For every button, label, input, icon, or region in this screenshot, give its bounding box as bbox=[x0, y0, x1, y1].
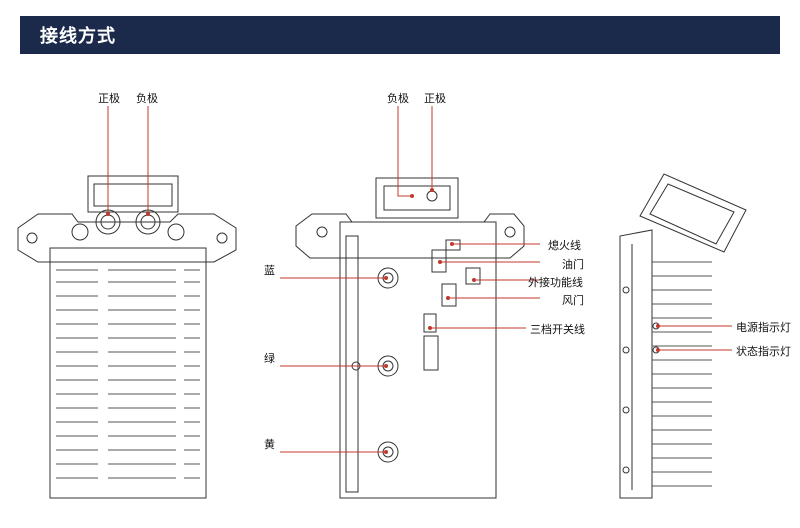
middle-label-choke: 风门 bbox=[562, 294, 584, 307]
left-label-positive: 正极 bbox=[98, 92, 120, 105]
left-heatsink-fins bbox=[56, 269, 200, 479]
middle-label-negative: 负极 bbox=[387, 92, 409, 105]
left-controller-view bbox=[17, 175, 237, 499]
middle-label-kill-wire: 熄火线 bbox=[548, 239, 581, 252]
middle-label-external-function: 外接功能线 bbox=[528, 276, 583, 289]
middle-label-green: 绿 bbox=[264, 352, 275, 365]
middle-label-positive: 正极 bbox=[424, 92, 446, 105]
section-title: 接线方式 bbox=[40, 26, 116, 47]
right-heatsink-fins bbox=[652, 261, 712, 487]
right-label-power-indicator: 电源指示灯 bbox=[736, 321, 791, 334]
middle-controller-view bbox=[295, 177, 525, 499]
middle-label-blue: 蓝 bbox=[264, 264, 275, 277]
middle-label-throttle: 油门 bbox=[562, 258, 584, 271]
right-controller-view bbox=[619, 173, 747, 499]
right-label-status-indicator: 状态指示灯 bbox=[736, 345, 791, 358]
middle-label-yellow: 黄 bbox=[264, 438, 275, 451]
leader-lines bbox=[107, 106, 732, 453]
section-header: 接线方式 bbox=[20, 16, 780, 54]
middle-label-three-speed-switch: 三档开关线 bbox=[530, 323, 585, 336]
left-label-negative: 负极 bbox=[136, 92, 158, 105]
leader-dots bbox=[106, 188, 660, 454]
